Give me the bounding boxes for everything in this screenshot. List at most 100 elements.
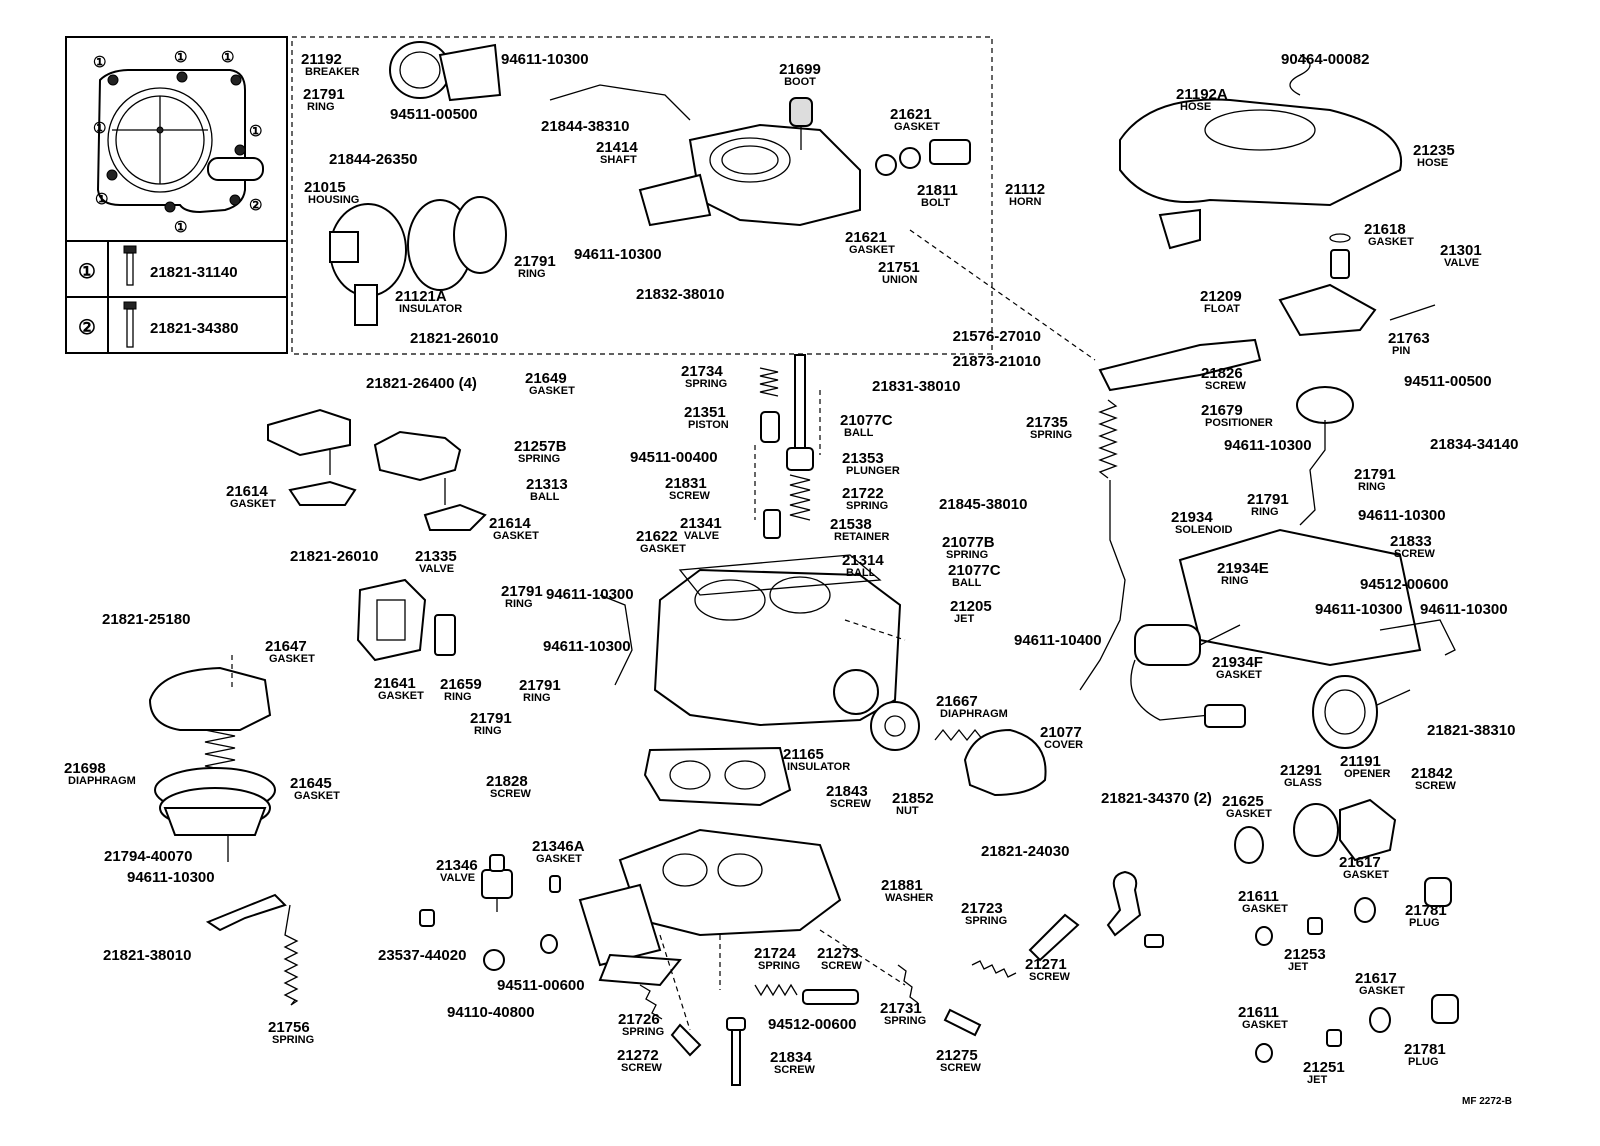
part-number-label: 21731 (880, 1000, 922, 1017)
part-name-label: SCREW (774, 1064, 816, 1076)
part-name-label: HOSE (1417, 157, 1448, 169)
hose-assembly-drawing (1119, 54, 1403, 250)
part-name-label: GASKET (529, 385, 575, 397)
part-name-label: SPRING (846, 500, 888, 512)
spring-21756-drawing (205, 893, 299, 1006)
part-number-label: 21751 (878, 259, 920, 276)
part-number-label: 21821-26010 (290, 548, 378, 565)
part-callouts: 21192BREAKER21791RING94611-1030021844-38… (64, 51, 1518, 1086)
part-number-label: 21346 (436, 857, 478, 874)
opener-drawing (1312, 675, 1411, 749)
part-name-label: POSITIONER (1205, 417, 1273, 429)
cover-assembly-drawing (870, 701, 1047, 797)
part-name-label: RING (518, 268, 546, 280)
part-name-label: SPRING (518, 453, 560, 465)
part-number-label: 21821-26400 (4) (366, 375, 477, 392)
legend-row-key: ① (78, 261, 96, 283)
part-number-label: 21831-38010 (872, 378, 960, 395)
part-number-label: 21811 (917, 182, 958, 199)
part-number-label: 21235 (1413, 142, 1455, 159)
part-name-label: GASKET (1359, 985, 1405, 997)
part-number-label: 21834 (770, 1049, 812, 1066)
part-name-label: GASKET (269, 653, 315, 665)
part-number-label: 21618 (1364, 221, 1406, 238)
diaphragm-assembly-drawing (148, 666, 276, 862)
part-name-label: SPRING (622, 1026, 664, 1038)
part-number-label: 94110-40800 (447, 1004, 535, 1021)
part-number-label: 21625 (1222, 793, 1264, 810)
part-number-label: 21077 (1040, 724, 1082, 741)
part-number-label: 21828 (486, 773, 528, 790)
legend-marks: ① ① ① ① ① ② ① ① (93, 49, 262, 236)
part-name-label: VALVE (684, 530, 719, 542)
power-valve-drawing (419, 854, 561, 971)
legend-box (65, 36, 288, 354)
part-number-label: 21314 (842, 552, 884, 569)
part-name-label: PLUNGER (846, 465, 900, 477)
part-number-label: 21614 (489, 515, 531, 532)
part-number-label: 21649 (525, 370, 567, 387)
part-name-label: PLUG (1409, 917, 1440, 929)
part-number-label: 21192 (301, 51, 342, 68)
part-number-label: 21414 (596, 139, 638, 156)
part-name-label: GASKET (640, 543, 686, 555)
part-number-label: 21291 (1280, 762, 1322, 779)
part-number-label: 21617 (1355, 970, 1397, 987)
part-number-label: 21209 (1200, 288, 1242, 305)
part-name-label: SCREW (1029, 971, 1071, 983)
legend-row-key: ② (78, 317, 96, 339)
part-name-label: RING (523, 692, 551, 704)
part-number-label: 21679 (1201, 402, 1243, 419)
part-number-label: 21722 (842, 485, 884, 502)
part-number-label: 21791 (519, 677, 561, 694)
adjust-screw-drawings (639, 870, 1164, 1086)
part-number-label: 21351 (684, 404, 726, 421)
pump-plunger-drawing (759, 354, 814, 539)
part-name-label: PLUG (1408, 1056, 1439, 1068)
part-name-label: SCREW (830, 798, 872, 810)
part-number-label: 21794-40070 (104, 848, 192, 865)
part-number-label: 94611-10300 (574, 246, 662, 263)
part-number-label: 21251 (1303, 1059, 1345, 1076)
part-number-label: 21192A (1176, 86, 1228, 103)
part-number-label: 94512-00600 (768, 1016, 856, 1033)
part-number-label: 21112 (1005, 181, 1045, 198)
part-number-label: 21659 (440, 676, 482, 693)
part-number-label: 21257B (514, 438, 567, 455)
part-number-label: 21821-34370 (2) (1101, 790, 1212, 807)
part-number-label: 94512-00600 (1360, 576, 1448, 593)
part-name-label: GASKET (1226, 808, 1272, 820)
part-name-label: HOUSING (308, 194, 359, 206)
part-name-label: BALL (952, 577, 982, 589)
part-name-label: SPRING (884, 1015, 926, 1027)
part-number-label: 94611-10400 (1014, 632, 1102, 649)
part-number-label: 21934F (1212, 654, 1263, 671)
legend-mark: ② (249, 197, 262, 214)
part-number-label: 21621 (890, 106, 932, 123)
part-number-label: 94611-10300 (546, 586, 634, 603)
part-name-label: BALL (844, 427, 874, 439)
part-number-label: 21353 (842, 450, 884, 467)
part-number-label: 21617 (1339, 854, 1381, 871)
needle-valve-drawing (1329, 233, 1351, 279)
part-number-label: 21791 (1354, 466, 1396, 483)
part-name-label: GASKET (378, 690, 424, 702)
part-name-label: SCREW (621, 1062, 663, 1074)
part-name-label: GASKET (1242, 1019, 1288, 1031)
part-name-label: GASKET (1368, 236, 1414, 248)
part-number-label: 94611-10300 (127, 869, 215, 886)
part-name-label: JET (1288, 961, 1308, 973)
part-number-label: 21821-38310 (1427, 722, 1515, 739)
part-name-label: BREAKER (305, 66, 359, 78)
part-name-label: GASKET (849, 244, 895, 256)
part-name-label: PISTON (688, 419, 729, 431)
part-number-label: 21576-27010 (953, 328, 1041, 345)
float-drawing (1278, 283, 1436, 337)
part-name-label: GASKET (1343, 869, 1389, 881)
part-name-label: GASKET (894, 121, 940, 133)
part-number-label: 21253 (1284, 946, 1326, 963)
part-number-label: 21826 (1201, 365, 1243, 382)
part-number-label: 21852 (892, 790, 934, 807)
positioner-drawing (1296, 386, 1354, 526)
air-horn-drawing (638, 123, 861, 227)
